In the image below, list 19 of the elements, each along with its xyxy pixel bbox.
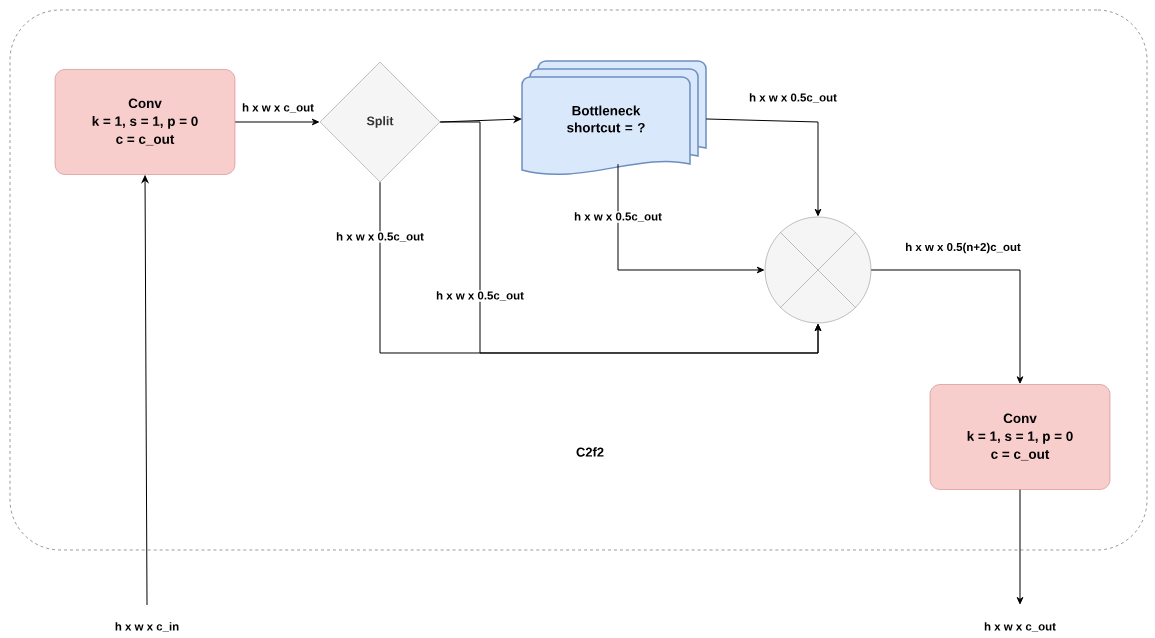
- edge-label: h x w x 0.5c_out: [573, 211, 663, 223]
- arrow: [617, 163, 765, 274]
- arrow: [705, 118, 822, 217]
- concat-circle: [764, 216, 872, 324]
- edge-label: h x w x c_out: [983, 621, 1057, 633]
- edge-label: h x w x 0.5c_out: [435, 290, 525, 302]
- stacked-document: Bottleneck shortcut = ?: [521, 60, 707, 175]
- arrow: [870, 269, 1024, 384]
- arrow: [234, 118, 320, 126]
- edge-label: h x w x 0.5c_out: [335, 231, 425, 243]
- conv-box: Conv k = 1, s = 1, p = 0 c = c_out: [54, 69, 236, 175]
- arrow: [439, 121, 822, 354]
- edge-label: h x w x 0.5(n+2)c_out: [904, 241, 1022, 255]
- arrow: [141, 175, 149, 606]
- arrow: [1016, 489, 1024, 605]
- edge-label: h x w x c_out: [241, 102, 315, 114]
- conv-box: Conv k = 1, s = 1, p = 0 c = c_out: [929, 384, 1111, 490]
- edge-label: h x w x c_in: [113, 621, 181, 633]
- edge-label: h x w x 0.5c_out: [748, 92, 838, 104]
